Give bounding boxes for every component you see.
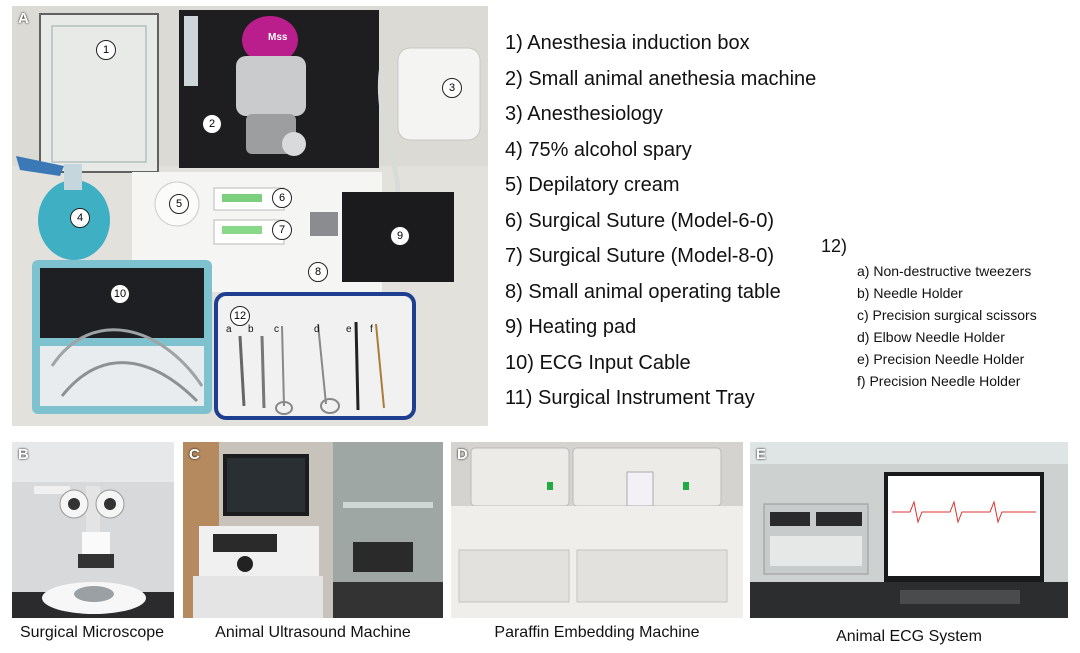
panel-label-a: A (18, 10, 29, 27)
panel-label-b: B (18, 446, 29, 463)
instrument-letter-d: d (314, 324, 320, 335)
list-item: 2) Small animal anethesia machine (505, 67, 817, 90)
panel-label-e: E (756, 446, 767, 463)
caption-paraffin-embedding: Paraffin Embedding Machine (494, 624, 700, 641)
instrument-sublist: a) Non-destructive tweezers b) Needle Ho… (857, 260, 1079, 392)
lab-equipment-photo (12, 6, 488, 426)
list-item: 5) Depilatory cream (505, 174, 680, 196)
list-item: 1) Anesthesia induction box (505, 32, 750, 54)
sublist-item: b) Needle Holder (857, 285, 963, 301)
sublist-item: a) Non-destructive tweezers (857, 263, 1032, 279)
list-item: 3) Anesthesiology (505, 103, 663, 125)
list-item: 4) 75% alcohol spary (505, 138, 692, 161)
instrument-letter-c: c (274, 324, 279, 335)
marker-9: 9 (390, 226, 410, 246)
marker-5: 5 (169, 194, 189, 214)
photo-panel-a: A (12, 6, 488, 426)
surgical-microscope-photo (12, 442, 174, 618)
caption-ultrasound-machine: Animal Ultrasound Machine (215, 624, 411, 641)
marker-4: 4 (70, 208, 90, 228)
photo-panel-d: D (451, 442, 743, 618)
sublist-item: f) Precision Needle Holder (857, 373, 1021, 389)
sublist-item: e) Precision Needle Holder (857, 351, 1025, 367)
sublist-item: c) Precision surgical scissors (857, 307, 1037, 323)
sublist-item: d) Elbow Needle Holder (857, 329, 1005, 345)
marker-10: 10 (110, 284, 130, 304)
panel-label-c: C (189, 446, 200, 463)
marker-3: 3 (442, 78, 462, 98)
list-item: 9) Heating pad (505, 316, 637, 338)
list-item: 10) ECG Input Cable (505, 351, 691, 374)
marker-12: 12 (230, 306, 250, 326)
instrument-letter-f: f (370, 324, 373, 335)
marker-6: 6 (272, 188, 292, 208)
caption-ecg-system: Animal ECG System (836, 628, 982, 645)
equipment-list: 1) Anesthesia induction box 2) Small ani… (505, 26, 835, 417)
marker-8: 8 (308, 262, 328, 282)
photo-panel-e: E (750, 442, 1068, 618)
instrument-letter-a: a (226, 324, 232, 335)
list-item: 7) Surgical Suture (Model-8-0) (505, 245, 774, 267)
instrument-letter-b: b (248, 324, 254, 335)
paraffin-embedding-photo (451, 442, 743, 618)
photo-panel-b: B (12, 442, 174, 618)
marker-7: 7 (272, 220, 292, 240)
caption-surgical-microscope: Surgical Microscope (19, 624, 165, 641)
list-item: 11) Surgical Instrument Tray (505, 387, 755, 409)
marker-2: 2 (202, 114, 222, 134)
panel-label-d: D (457, 446, 468, 463)
marker-1: 1 (96, 40, 116, 60)
list-item: 8) Small animal operating table (505, 280, 781, 303)
ecg-system-photo (750, 442, 1068, 618)
list-item: 6) Surgical Suture (Model-6-0) (505, 209, 774, 232)
item-12-label: 12) (821, 236, 848, 256)
photo-panel-c: C (183, 442, 443, 618)
ultrasound-machine-photo (183, 442, 443, 618)
machine-badge: Mss (268, 32, 288, 43)
instrument-letter-e: e (346, 324, 352, 335)
